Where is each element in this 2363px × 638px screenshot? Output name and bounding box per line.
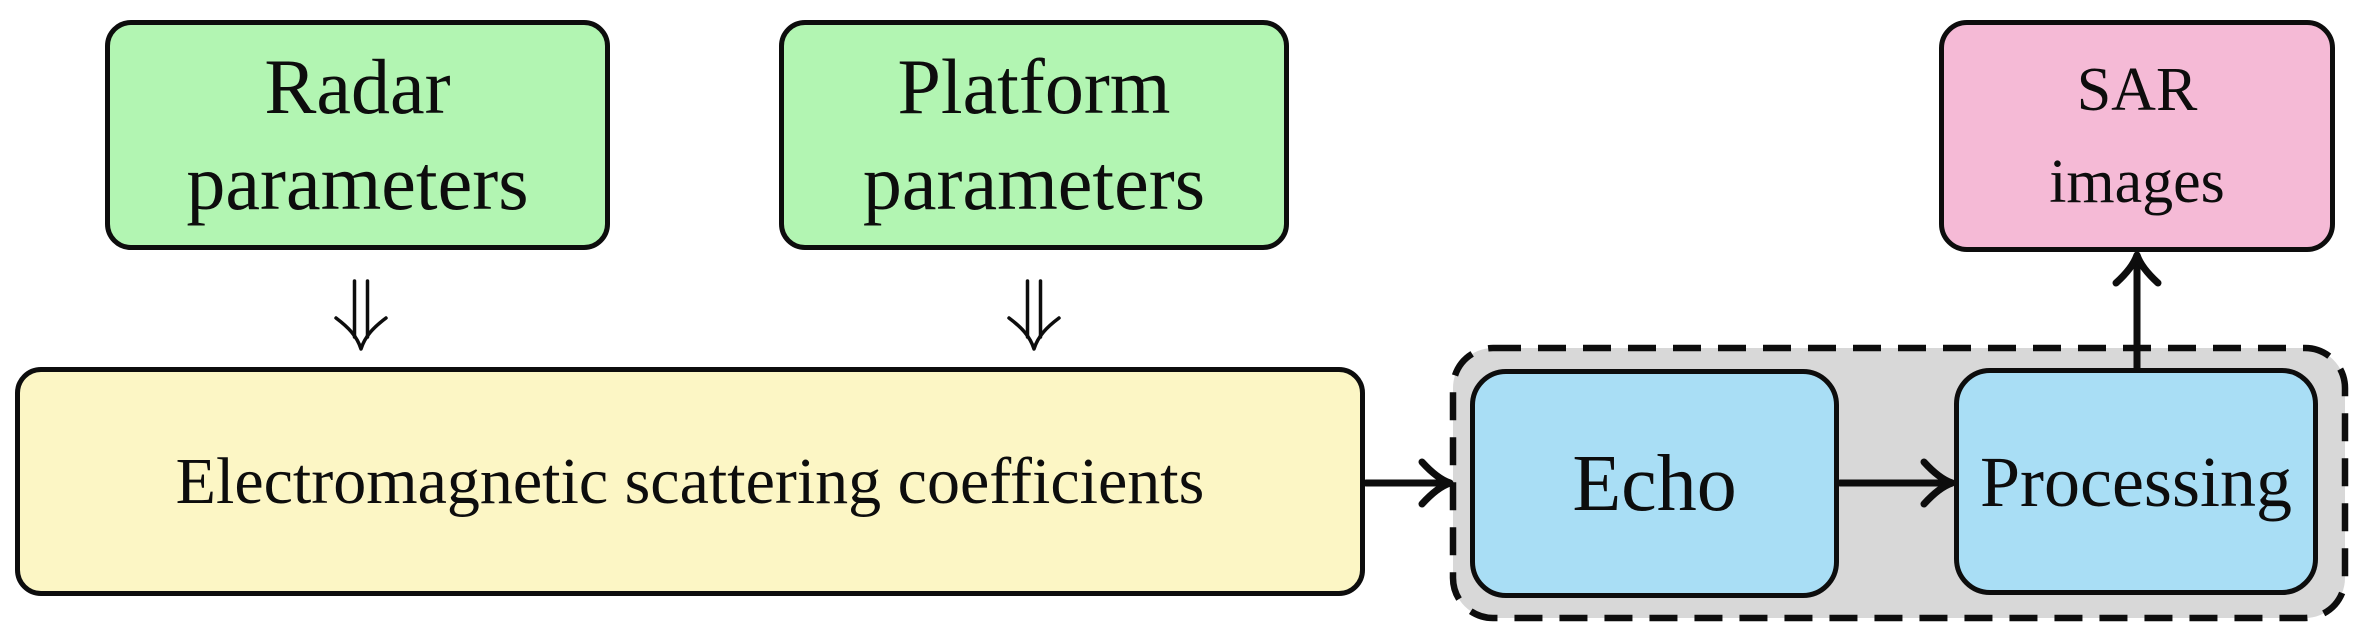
node-label-line: parameters [186, 139, 529, 226]
node-label-line: Radar [264, 43, 451, 130]
node-label-line: parameters [862, 139, 1206, 226]
node-radar-parameters: Radar parameters [105, 20, 610, 250]
node-electromagnetic-scattering-coefficients: Electromagnetic scattering coefficients [15, 367, 1365, 596]
node-platform-parameters: Platform parameters [779, 20, 1289, 250]
node-label-line: Platform [897, 43, 1171, 130]
arrow-scattering-to-echo-icon [1362, 458, 1454, 508]
node-processing: Processing [1954, 368, 2318, 595]
node-label-line: Echo [1572, 439, 1737, 528]
arrow-echo-to-processing-icon [1836, 458, 1956, 508]
node-label-line: images [2049, 148, 2225, 216]
node-label-line: Electromagnetic scattering coefficients [175, 444, 1205, 518]
node-sar-images: SAR images [1939, 20, 2335, 252]
double-arrow-radar-to-scattering-icon [334, 279, 388, 351]
node-echo: Echo [1470, 369, 1839, 598]
node-label-line: Processing [1980, 441, 2292, 522]
double-arrow-platform-to-scattering-icon [1007, 279, 1061, 351]
arrow-processing-to-sar-icon [2112, 251, 2162, 374]
node-label-line: SAR [2076, 56, 2198, 124]
